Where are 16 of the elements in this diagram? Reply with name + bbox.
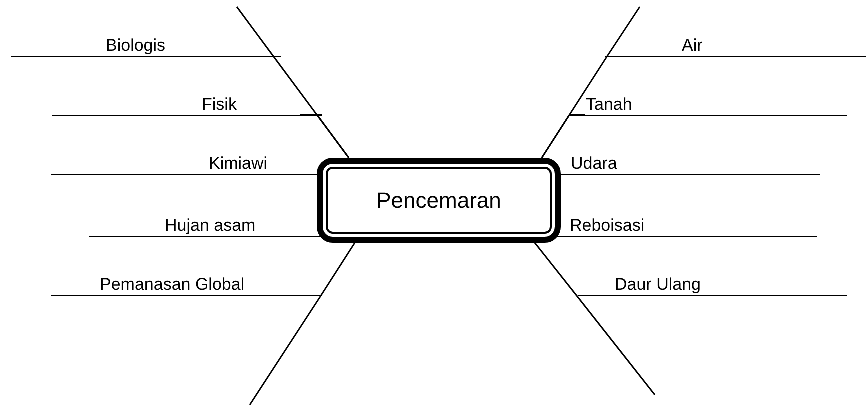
underlined-branch-label: Udara [555, 155, 820, 175]
underlined-branch-label: Reboisasi [555, 217, 817, 237]
underlined-branch-label: Hujan asam [89, 217, 320, 237]
branch-connector [320, 242, 356, 296]
underlined-branch-label: Daur Ulang [578, 276, 847, 296]
branch-connector [317, 116, 350, 158]
underlined-branch-label: Fisik [52, 96, 300, 116]
branch-connector [534, 242, 578, 296]
branch-connector [541, 116, 570, 158]
topic-title: Pencemaran [376, 188, 502, 214]
underlined-branch-label: Biologis [11, 37, 281, 57]
central-topic-box [317, 158, 561, 243]
underlined-branch-label: Kimiawi [51, 155, 317, 175]
underlined-branch-label: Tanah [585, 96, 847, 116]
underlined-branch-label: Air [605, 37, 866, 57]
underlined-branch-label: Pemanasan Global [51, 276, 322, 296]
